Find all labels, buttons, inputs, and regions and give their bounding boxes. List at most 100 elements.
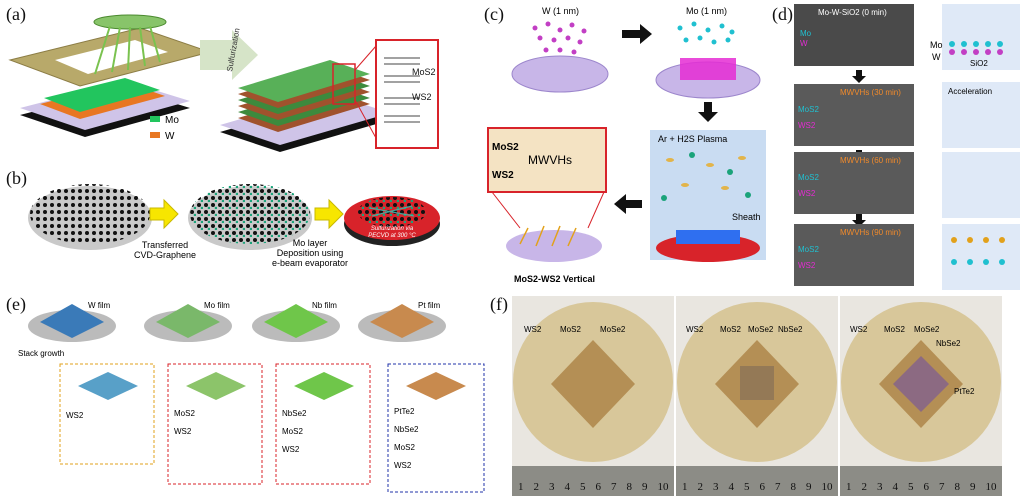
panel-d-illustration: Mo-W-SiO2 (0 min) Mo W MWVHs (30 min) Mo… — [794, 4, 1020, 290]
svg-text:Mo: Mo — [800, 29, 812, 38]
svg-text:Pt film: Pt film — [418, 301, 441, 310]
ruler-number: 3 — [549, 481, 555, 493]
ruler-number: 7 — [939, 481, 945, 493]
step1-line1: Transferred — [142, 240, 188, 250]
tem-frame-3: MWVHs (90 min) MoS2 WS2 — [794, 224, 914, 286]
ruler-number: 9 — [806, 481, 812, 493]
ruler-number: 1 — [682, 481, 688, 493]
ruler-number: 4 — [893, 481, 899, 493]
result-label: MoS2-WS2 Vertical — [514, 274, 595, 284]
svg-text:NbSe2: NbSe2 — [936, 339, 961, 348]
ruler-number: 4 — [565, 481, 571, 493]
ruler-number: 6 — [596, 481, 602, 493]
ruler-number: 6 — [760, 481, 766, 493]
svg-text:WS2: WS2 — [686, 325, 704, 334]
tem-frame-0: Mo-W-SiO2 (0 min) Mo W — [794, 4, 914, 66]
badge-line1: Sulfurization via — [371, 226, 414, 232]
ruler-number: 7 — [775, 481, 781, 493]
legend-mo: Mo — [165, 115, 179, 126]
ruler-number: 5 — [744, 481, 750, 493]
ruler-3 — [840, 466, 1002, 496]
svg-text:WS2: WS2 — [850, 325, 868, 334]
svg-text:WS2: WS2 — [798, 121, 816, 130]
ruler-number: 10 — [986, 481, 998, 493]
ruler-number: 3 — [713, 481, 719, 493]
svg-text:MoS2: MoS2 — [884, 325, 905, 334]
mo-label: Mo (1 nm) — [686, 6, 727, 16]
svg-text:PtTe2: PtTe2 — [954, 387, 975, 396]
svg-text:Mo-W-SiO2 (0 min): Mo-W-SiO2 (0 min) — [818, 8, 887, 17]
panel-label: (a) — [6, 4, 26, 24]
svg-text:MoSe2: MoSe2 — [748, 325, 774, 334]
tem-frame-1: MWVHs (30 min) MoS2 WS2 — [794, 84, 914, 146]
ruler-number: 6 — [924, 481, 930, 493]
svg-text:NbSe2: NbSe2 — [282, 409, 307, 418]
svg-text:MWVHs (90 min): MWVHs (90 min) — [840, 228, 901, 237]
ruler-number: 9 — [642, 481, 648, 493]
ruler-number: 2 — [698, 481, 704, 493]
ruler-number: 8 — [791, 481, 797, 493]
ruler-number: 4 — [729, 481, 735, 493]
ruler-number: 10 — [822, 481, 834, 493]
svg-text:Nb film: Nb film — [312, 301, 337, 310]
panel-label: (c) — [484, 4, 504, 24]
step1-line2: CVD-Graphene — [134, 250, 196, 260]
panel-a: (a) Sulfurization — [0, 0, 440, 160]
ruler-2 — [676, 466, 838, 496]
svg-text:Mo film: Mo film — [204, 301, 230, 310]
svg-text:NbSe2: NbSe2 — [394, 425, 419, 434]
svg-text:MoS2: MoS2 — [798, 245, 819, 254]
stack-growth: Stack growth — [18, 349, 64, 358]
panel-d: (d) Mo-W-SiO2 (0 min) Mo W MWVHs (30 min… — [770, 0, 1024, 290]
schem-accel: Acceleration — [948, 87, 992, 96]
svg-text:WS2: WS2 — [524, 325, 542, 334]
ruler-number: 9 — [970, 481, 976, 493]
panel-label: (e) — [6, 294, 26, 314]
plasma-label: Ar + H2S Plasma — [658, 134, 727, 144]
svg-text:NbSe2: NbSe2 — [778, 325, 803, 334]
panel-f-photos: WS2 MoS2 MoSe2 WS2 MoS2 MoSe2 NbSe2 WS2 … — [512, 296, 1002, 496]
svg-text:WS2: WS2 — [394, 461, 412, 470]
panel-c-illustration: W (1 nm) Mo (1 nm) Ar + H2S Plasma — [487, 6, 766, 284]
badge-line2: PECVD at 300 °C — [368, 233, 416, 239]
svg-text:MoS2: MoS2 — [798, 173, 819, 182]
inset-mwvhs: MWVHs — [528, 153, 572, 167]
sheath-label: Sheath — [732, 212, 761, 222]
ruler-number: 2 — [862, 481, 868, 493]
panel-f: (f) WS2 MoS2 MoSe2 WS2 MoS2 MoSe2 NbSe2 … — [490, 290, 1024, 497]
svg-text:MoS2: MoS2 — [174, 409, 195, 418]
inset-mos2: MoS2 — [412, 67, 436, 77]
svg-text:MWVHs (30 min): MWVHs (30 min) — [840, 88, 901, 97]
panel-c: (c) W (1 nm) Mo (1 nm) Ar + H2S Plasma — [480, 0, 770, 290]
schem-sio2: SiO2 — [970, 59, 988, 68]
step2-line3: e-beam evaporator — [272, 258, 348, 268]
inset-ws2: WS2 — [412, 92, 432, 102]
schem-mo: Mo — [930, 40, 943, 50]
ruler-number: 1 — [518, 481, 524, 493]
step2-line1: Mo layer — [293, 238, 328, 248]
inset-mos2: MoS2 — [492, 142, 519, 153]
svg-text:MoSe2: MoSe2 — [914, 325, 940, 334]
ruler-number: 1 — [846, 481, 852, 493]
svg-text:WS2: WS2 — [174, 427, 192, 436]
legend-w: W — [165, 131, 175, 142]
svg-text:MoS2: MoS2 — [394, 443, 415, 452]
panel-b: (b) Transferred CVD-Graphene Mo layer De… — [0, 160, 440, 290]
ruler-number: 2 — [534, 481, 540, 493]
panel-e-illustration: W film Mo film Nb film Pt film Stack gro… — [18, 301, 485, 493]
step2-line2: Deposition using — [277, 248, 344, 258]
svg-text:MWVHs (60 min): MWVHs (60 min) — [840, 156, 901, 165]
film-w: W film — [28, 301, 116, 342]
svg-text:WS2: WS2 — [798, 189, 816, 198]
film-pt: Pt film — [358, 301, 446, 342]
ruler-1 — [512, 466, 674, 496]
svg-text:W film: W film — [88, 301, 111, 310]
panel-label: (b) — [6, 168, 27, 188]
panel-b-illustration: Transferred CVD-Graphene Mo layer Deposi… — [28, 184, 440, 268]
ruler-number: 5 — [908, 481, 914, 493]
panel-label: (d) — [772, 4, 793, 24]
svg-text:MoS2: MoS2 — [720, 325, 741, 334]
svg-text:WS2: WS2 — [798, 261, 816, 270]
panel-e: (e) W film Mo film Nb film Pt film Stack… — [0, 290, 490, 497]
panel-label: (f) — [490, 294, 508, 314]
